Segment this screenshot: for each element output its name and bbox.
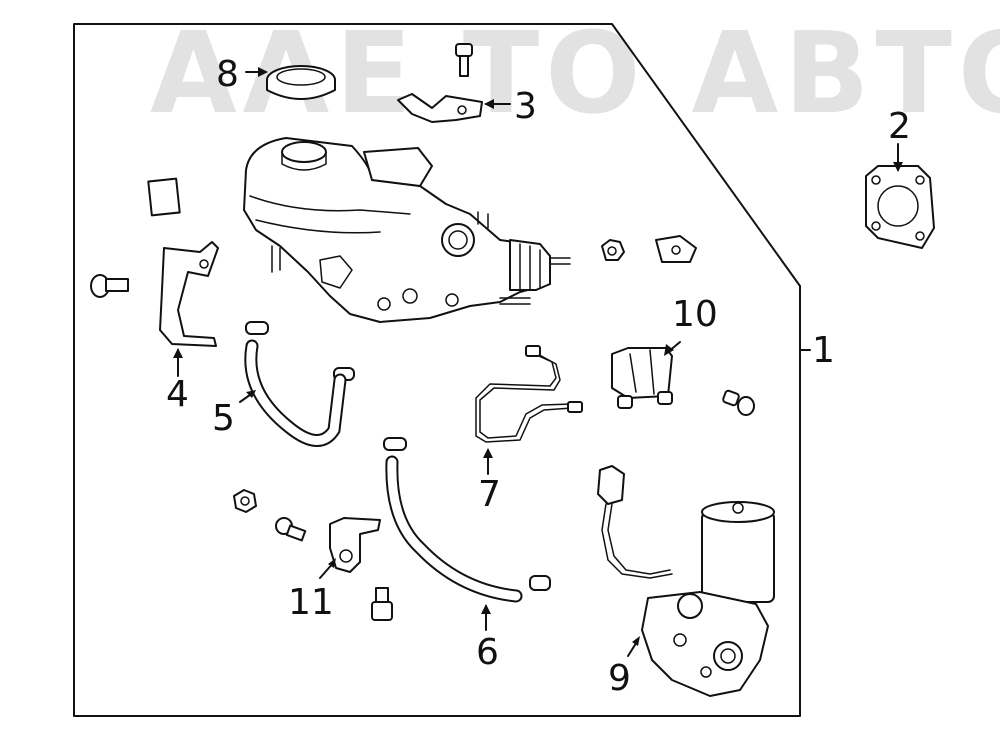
callout-9: 9	[608, 658, 631, 699]
hose-clamp-6-top	[383, 437, 407, 451]
bolt-right	[722, 389, 755, 416]
nut-right	[601, 239, 625, 261]
stud-bolt-bottom	[371, 587, 393, 621]
callout-8: 8	[216, 54, 239, 95]
bracket-part-10	[611, 347, 673, 409]
clamp-bracket-part-11	[329, 517, 381, 573]
vacuum-hose-part-5	[244, 339, 347, 447]
bracket-part-4	[159, 241, 219, 347]
leader-lines	[173, 67, 903, 657]
hose-clamp-6-bottom	[529, 575, 551, 591]
callout-6: 6	[476, 632, 499, 673]
vacuum-hose-part-6	[385, 455, 523, 603]
clip-right	[655, 235, 697, 263]
callout-7: 7	[478, 474, 501, 515]
square-seal	[147, 177, 181, 217]
callout-3: 3	[514, 86, 537, 127]
callout-4: 4	[166, 374, 189, 415]
bolt-lower-left	[275, 517, 307, 542]
callout-10: 10	[672, 294, 718, 335]
hose-clamp-upper	[245, 321, 269, 335]
bolt-top	[455, 43, 473, 77]
assembly-frame	[73, 23, 801, 717]
pump-motor-part-9	[597, 465, 775, 697]
bracket-part-3	[397, 93, 483, 123]
callout-11: 11	[288, 582, 334, 623]
gasket-part-2	[865, 165, 935, 249]
callout-2: 2	[888, 106, 911, 147]
callout-1: 1	[812, 330, 835, 371]
brake-tube-part-7	[475, 345, 583, 443]
callout-5: 5	[212, 398, 235, 439]
nut-lower-left	[233, 489, 257, 513]
bolt-left	[90, 274, 129, 298]
master-cylinder-assembly	[243, 137, 571, 323]
reservoir-cap-part-8	[266, 65, 336, 100]
